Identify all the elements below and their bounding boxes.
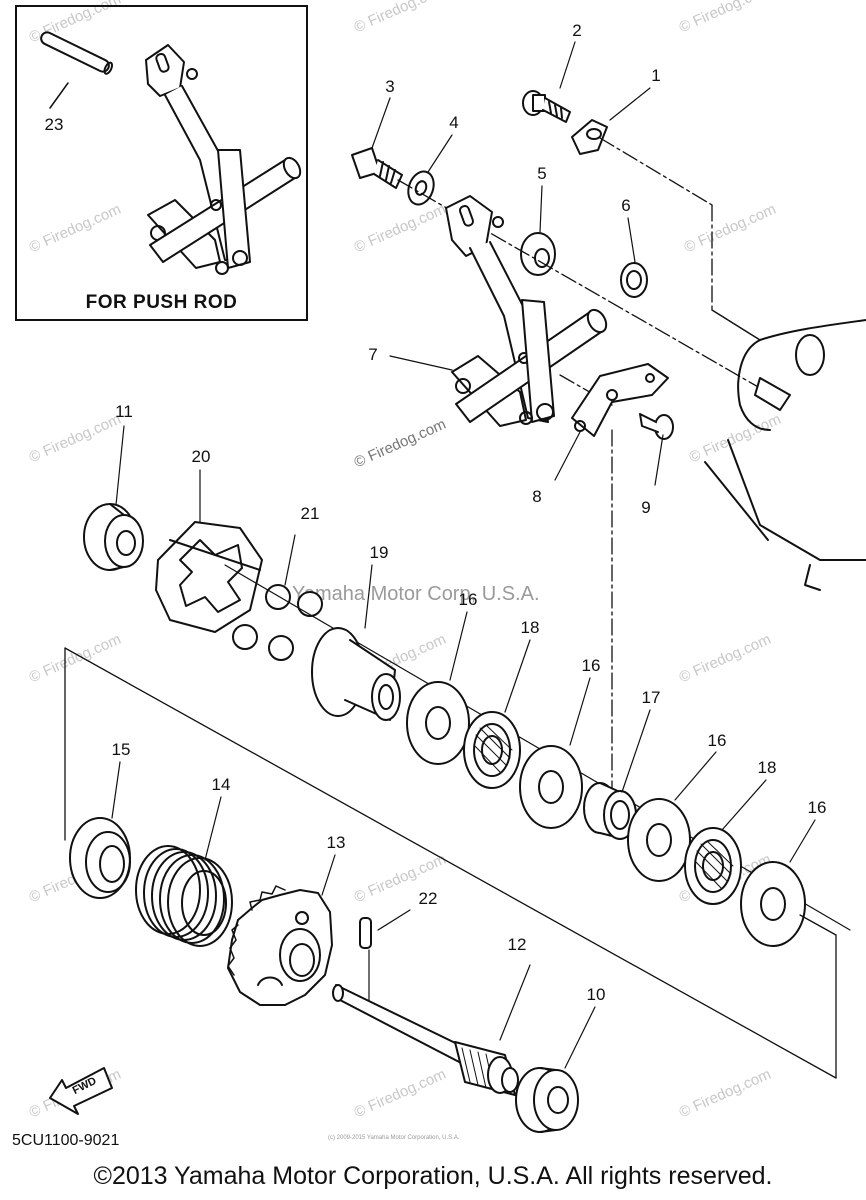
part-18-thrust-bearing — [463, 711, 521, 789]
callout-21: 21 — [300, 504, 320, 523]
callout-12: 12 — [507, 935, 527, 954]
callout-18: 18 — [520, 618, 540, 637]
part-4-washer — [407, 170, 435, 206]
callout-22: 22 — [418, 889, 438, 908]
part-16-washer — [406, 681, 470, 765]
part-2-bolt — [522, 90, 571, 123]
part-13-gear — [227, 885, 333, 1006]
callout-8: 8 — [532, 487, 542, 506]
watermark-center: Yamaha Motor Corp, U.S.A. — [292, 583, 540, 605]
callout-16-d: 16 — [807, 798, 827, 817]
callout-15: 15 — [111, 740, 131, 759]
part-7-lever-assembly — [445, 195, 608, 427]
engine-case-outline — [704, 319, 866, 591]
fwd-arrow-icon — [49, 1067, 113, 1115]
callout-13: 13 — [326, 833, 346, 852]
part-12-shaft — [332, 984, 519, 1096]
callout-19: 19 — [369, 543, 389, 562]
callout-16-b: 16 — [581, 656, 601, 675]
inset-frame — [15, 5, 308, 321]
callout-14: 14 — [211, 775, 231, 794]
part-16-washer-b — [519, 745, 583, 829]
part-22-pin — [359, 917, 372, 949]
callout-11: 11 — [115, 402, 133, 421]
part-19-collar — [311, 627, 401, 721]
inset-label: FOR PUSH ROD — [85, 292, 238, 313]
bracket-lines — [64, 647, 837, 1079]
callout-6: 6 — [621, 196, 631, 215]
micro-copyright: (c) 2009-2015 Yamaha Motor Corporation, … — [328, 1135, 460, 1141]
part-17-collar — [583, 782, 637, 840]
callout-2: 2 — [572, 21, 582, 40]
part-14-spring — [135, 845, 233, 947]
callout-16-c: 16 — [707, 731, 727, 750]
diagram-part-code: 5CU1100-9021 — [12, 1132, 120, 1149]
callout-4: 4 — [449, 113, 459, 132]
part-15-collar — [69, 817, 131, 899]
callout-3: 3 — [385, 77, 395, 96]
part-9-screw — [639, 413, 674, 440]
callout-9: 9 — [641, 498, 651, 517]
copyright-notice: ©2013 Yamaha Motor Corporation, U.S.A. A… — [93, 1162, 773, 1190]
callout-5: 5 — [537, 164, 547, 183]
callout-17: 17 — [641, 688, 661, 707]
part-21-balls — [232, 584, 323, 661]
part-10-bearing — [515, 1067, 579, 1133]
part-8-bracket — [571, 363, 669, 437]
part-16-washer-d — [740, 861, 806, 947]
callout-23: 23 — [44, 115, 64, 134]
callout-16: 16 — [458, 590, 478, 609]
part-18-thrust-bearing-b — [684, 827, 742, 905]
callout-7: 7 — [368, 345, 378, 364]
callout-1: 1 — [651, 66, 661, 85]
part-1-plate — [571, 119, 608, 155]
part-16-washer-c — [627, 798, 691, 882]
part-3-bolt — [351, 147, 403, 189]
callout-18-b: 18 — [757, 758, 777, 777]
callout-10: 10 — [586, 985, 606, 1004]
callout-20: 20 — [191, 447, 211, 466]
leader-lines — [111, 41, 816, 1069]
part-6-seal — [620, 262, 648, 298]
part-11-bearing — [83, 503, 144, 571]
part-5-collar — [520, 232, 556, 276]
part-20-cam — [155, 521, 263, 633]
inset-push-rod-assembly — [40, 31, 302, 275]
